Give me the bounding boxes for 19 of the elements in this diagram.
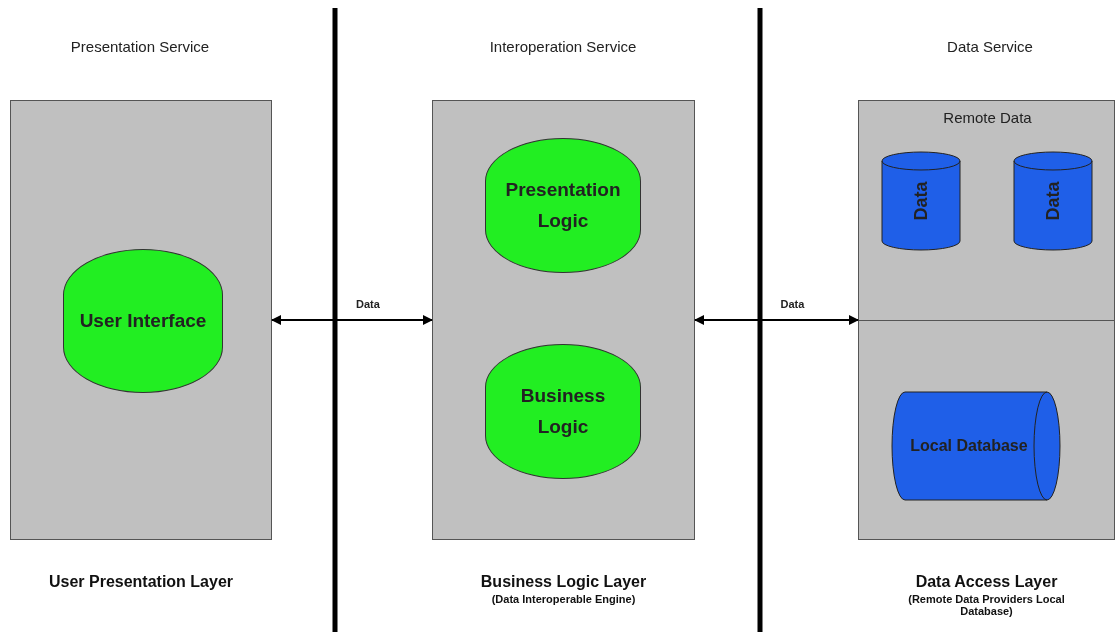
logic-component: Business Logic [485, 344, 641, 479]
database-cylinder: Data [881, 151, 961, 251]
edge-label: Data [354, 298, 382, 310]
double-arrow [271, 315, 433, 325]
logic-component: User Interface [63, 249, 223, 393]
database-cylinder: Data [1013, 151, 1093, 251]
layer-title: User Presentation Layer [47, 573, 235, 591]
section-title: Remote Data [942, 109, 1033, 126]
logic-component: Presentation Logic [485, 138, 641, 273]
database-cylinder: Local Database [891, 391, 1061, 501]
edge-label: Data [778, 298, 807, 310]
layer-title: Data Access Layer [914, 573, 1059, 591]
column-heading: Interoperation Service [489, 38, 637, 55]
layer-title: Business Logic Layer [479, 573, 648, 591]
layer-subtitle: (Remote Data Providers Local Database) [907, 593, 1066, 617]
layer-subtitle: (Data Interoperable Engine) [490, 593, 637, 605]
double-arrow [694, 315, 859, 325]
column-heading: Presentation Service [70, 38, 210, 55]
column-heading: Data Service [947, 38, 1033, 55]
